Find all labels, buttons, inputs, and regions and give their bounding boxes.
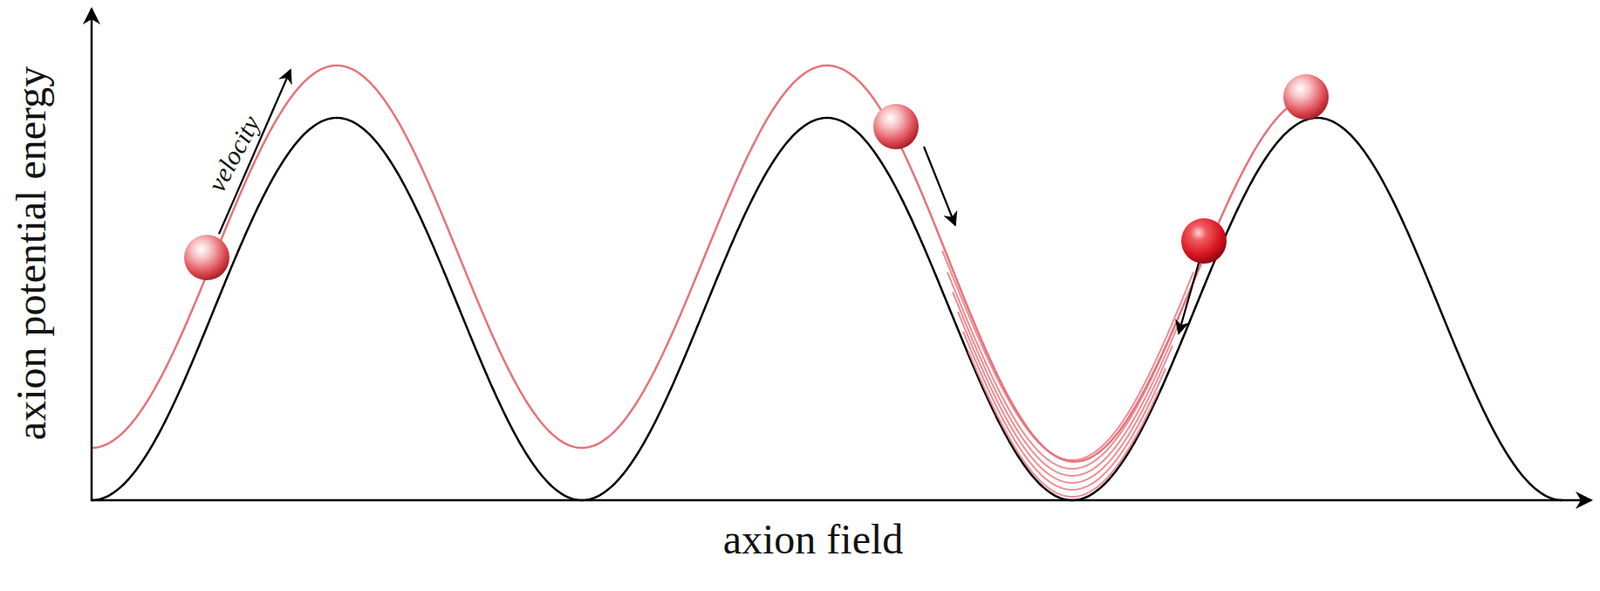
damped-trajectory: [942, 250, 1194, 460]
axis-label: axion field: [723, 518, 904, 561]
x-axis: [90, 499, 1592, 502]
potential-curve: [91, 117, 1563, 500]
axion-ball: [873, 103, 919, 150]
trajectory-curve: [91, 65, 1306, 462]
velocity-arrow: [1178, 259, 1200, 334]
velocity-label: velocity: [203, 111, 265, 196]
axion-ball: [184, 234, 230, 281]
damped-trajectory: [952, 292, 1180, 476]
y-axis: [90, 8, 94, 501]
velocity-arrow: [923, 146, 956, 226]
axion-ball: [1283, 74, 1329, 120]
axion-ball: [1181, 218, 1227, 264]
axis-label: axion potential energy: [10, 66, 53, 440]
